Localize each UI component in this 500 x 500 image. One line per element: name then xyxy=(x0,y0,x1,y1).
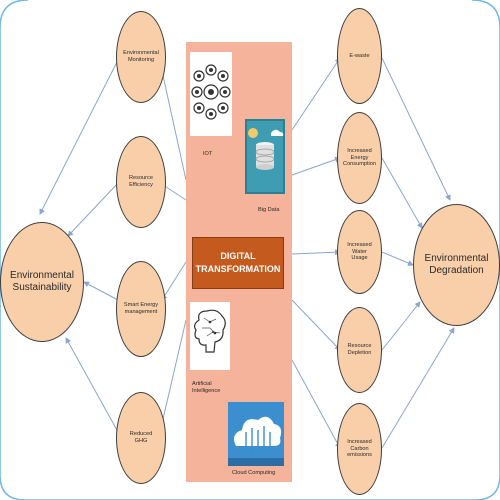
connector-arrow xyxy=(65,337,119,433)
right-node-label: Resource Depletion xyxy=(347,343,372,356)
connector-arrow xyxy=(291,359,341,449)
connector-arrow xyxy=(291,249,341,256)
right-node-increased-energy-consumption: Increased Energy Consumption xyxy=(337,112,382,204)
connector-arrow xyxy=(39,59,119,215)
connector-arrow xyxy=(83,281,119,301)
connector-arrow xyxy=(158,319,187,433)
connector-arrow xyxy=(381,157,423,229)
connector-arrow xyxy=(381,251,414,266)
right-node-increased-carbon-emissions: Increased Carbon emissions xyxy=(337,403,382,495)
connector-arrow xyxy=(291,57,341,131)
connector-arrows xyxy=(39,57,455,449)
left-node-label: Smart Energy management xyxy=(123,302,159,315)
digital-transformation-title-line2: TRANSFORMATION xyxy=(195,264,281,274)
right-node-label: E-waste xyxy=(349,52,370,59)
big-data-icon xyxy=(245,119,285,194)
right-node-label: Increased Water Usage xyxy=(347,242,372,262)
environmental-degradation-node: Environmental Degradation xyxy=(413,204,500,326)
right-node-label: Increased Carbon emissions xyxy=(347,439,372,459)
right-node-resource-depletion: Resource Depletion xyxy=(337,307,382,393)
ai-brain-icon xyxy=(190,302,230,370)
left-node-label: Resource Efficiency xyxy=(129,175,153,188)
cloud-computing-icon xyxy=(228,402,284,466)
connector-arrow xyxy=(291,156,341,176)
connector-arrow xyxy=(67,182,119,237)
digital-transformation-box: DIGITAL TRANSFORMATION xyxy=(192,237,284,289)
cloud-computing-label: Cloud Computing xyxy=(232,470,276,476)
environmental-degradation-label: Environmental Degradation xyxy=(424,252,489,277)
right-node-increased-water-usage: Increased Water Usage xyxy=(337,210,382,294)
left-node-reduced-ghg: Reduced GHG xyxy=(116,392,166,484)
environmental-sustainability-label: Environmental Sustainability xyxy=(10,269,74,294)
iot-label: IOT xyxy=(203,151,213,157)
connector-arrow xyxy=(291,299,341,351)
left-node-label: Environmental Monitoring xyxy=(123,50,159,63)
left-node-label: Reduced GHG xyxy=(129,431,153,444)
right-node-e-waste: E-waste xyxy=(337,8,382,104)
ai-label: Artificial Intelligence xyxy=(192,381,221,394)
left-node-smart-energy-management: Smart Energy management xyxy=(116,261,166,357)
left-node-environmental-monitoring: Environmental Monitoring xyxy=(116,11,166,103)
environmental-sustainability-node: Environmental Sustainability xyxy=(0,222,84,342)
big-data-label: Big Data xyxy=(258,207,280,213)
left-node-resource-efficiency: Resource Efficiency xyxy=(116,136,166,228)
right-node-label: Increased Energy Consumption xyxy=(343,148,376,168)
connector-arrow xyxy=(381,57,451,201)
connector-arrow xyxy=(161,261,187,301)
connector-arrow xyxy=(381,327,455,449)
connector-arrow xyxy=(381,301,421,351)
iot-network-icon xyxy=(190,52,232,136)
digital-transformation-title-line1: DIGITAL xyxy=(220,251,256,261)
connector-arrow xyxy=(158,61,187,181)
